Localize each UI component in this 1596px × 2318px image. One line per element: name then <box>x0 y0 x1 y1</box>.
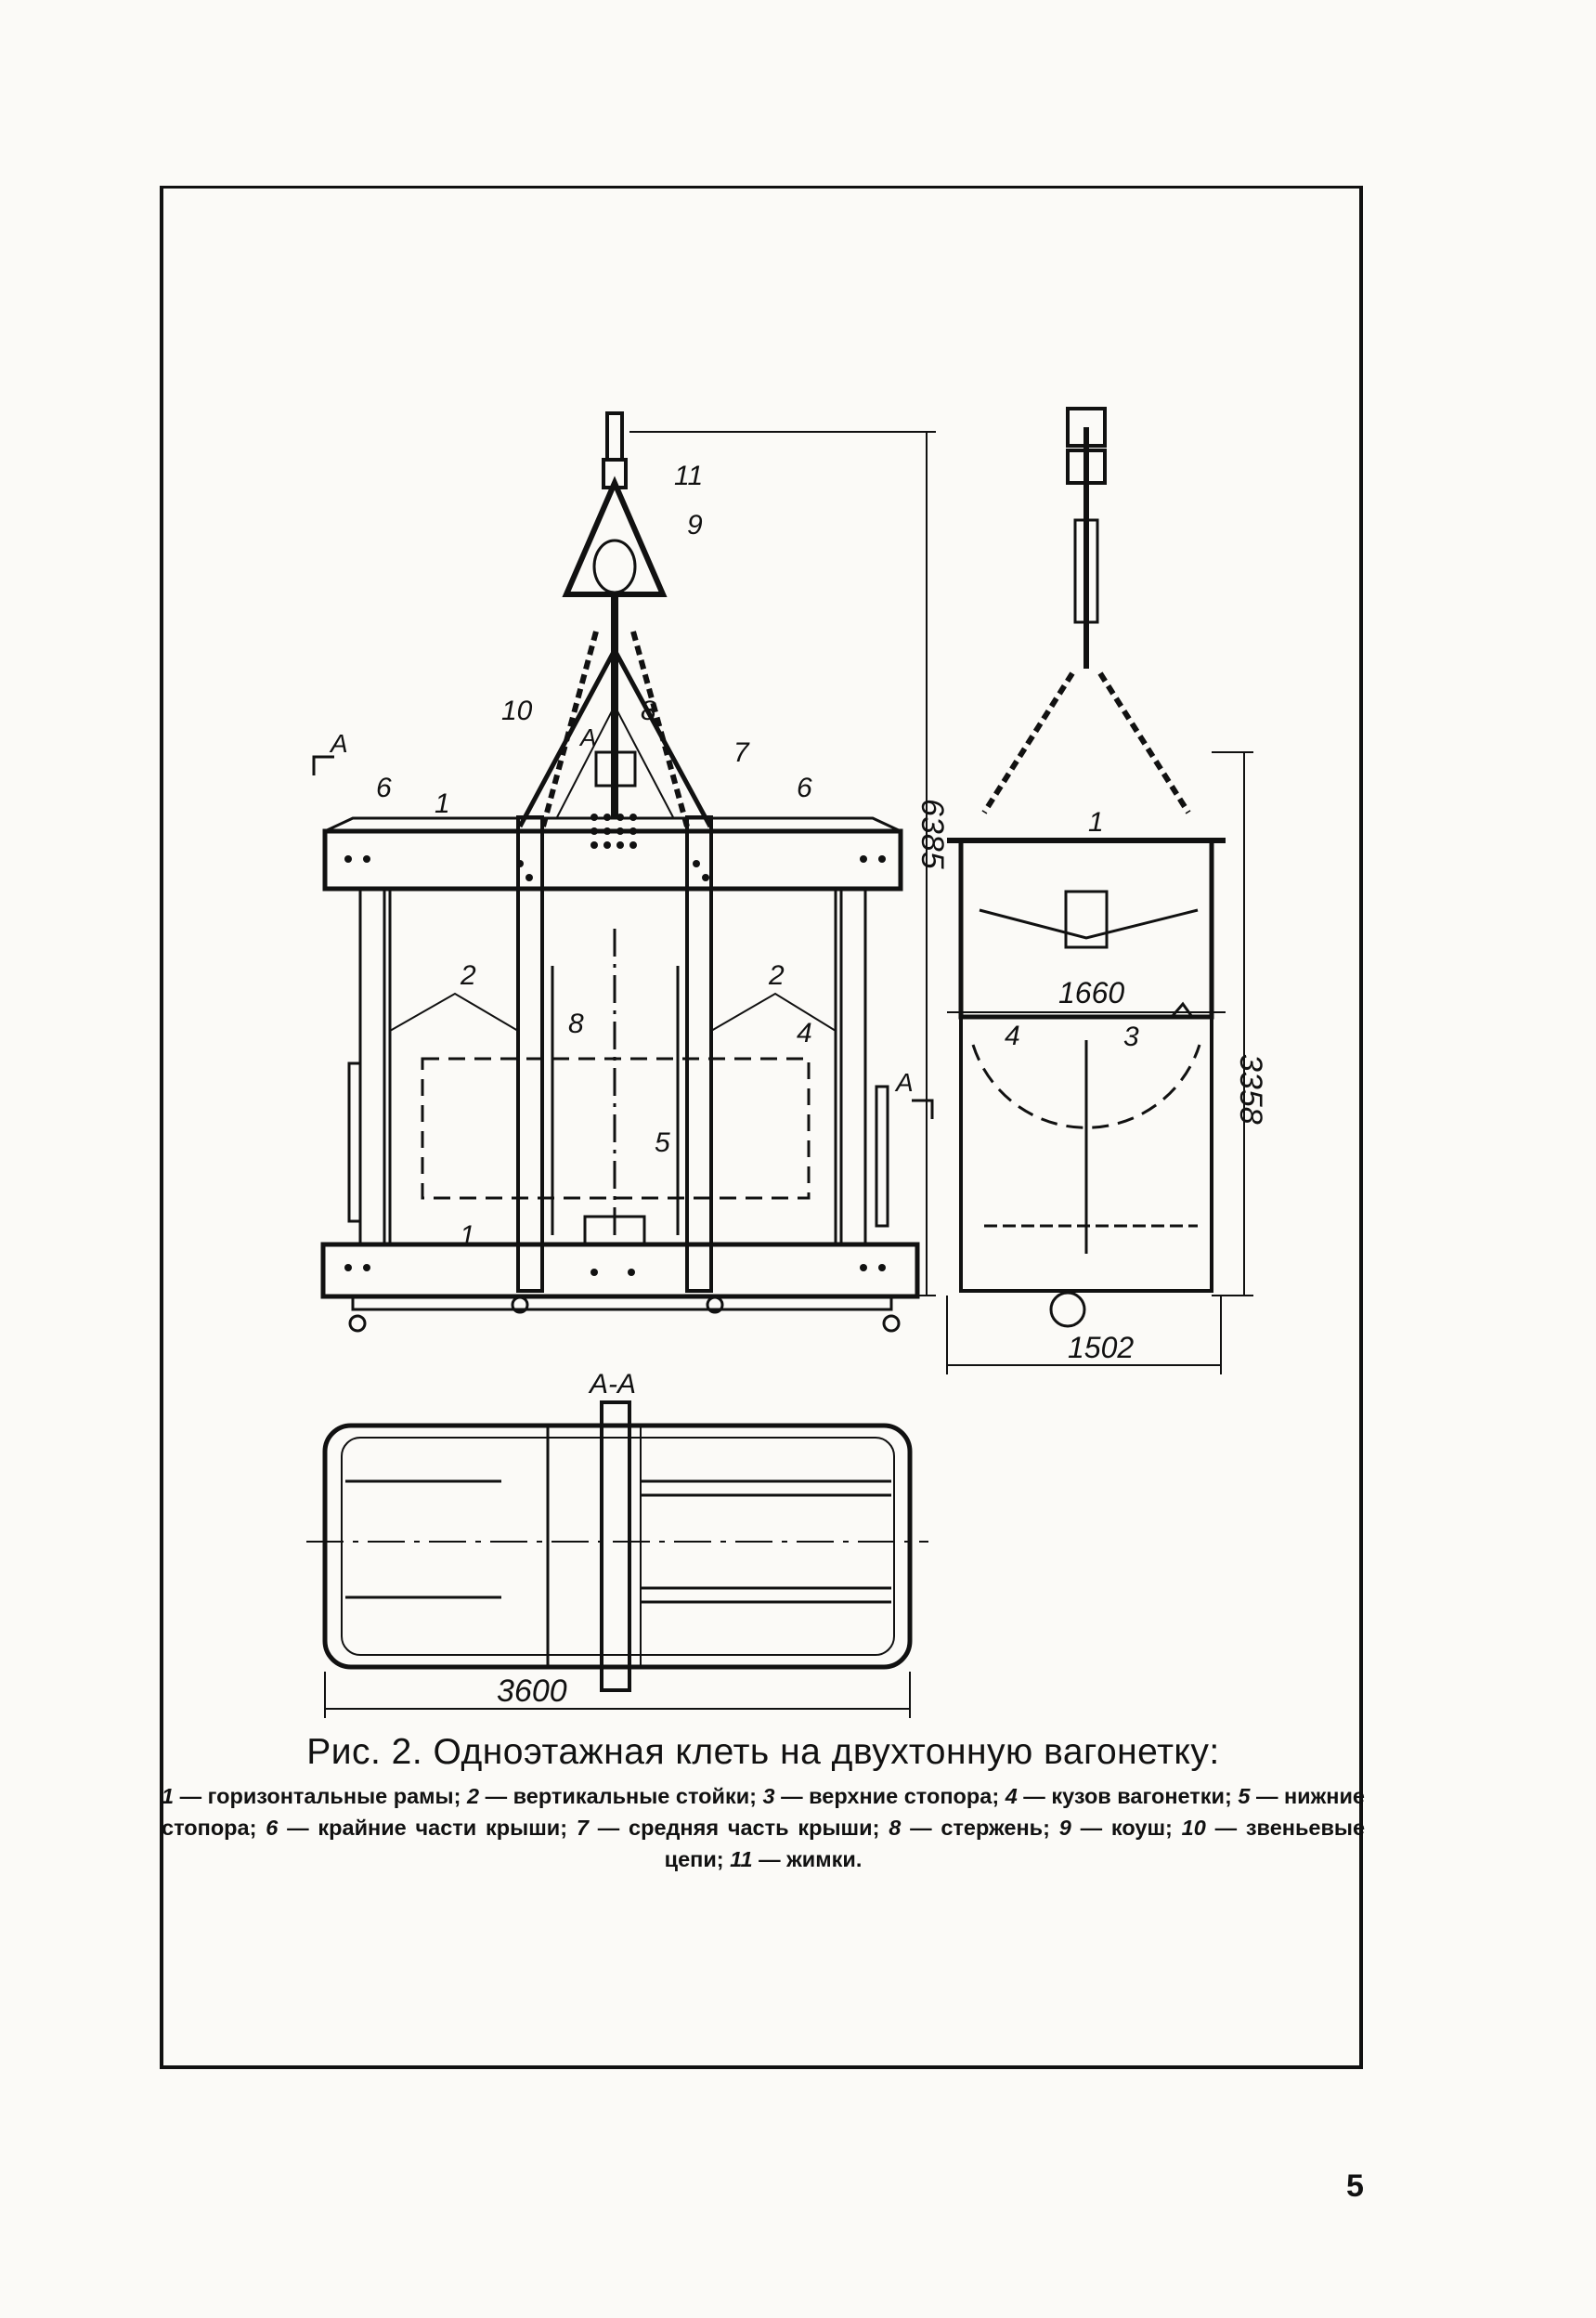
legend-num: 2 <box>466 1784 480 1808</box>
dim-plan-length: 3600 <box>497 1673 567 1709</box>
legend-item: 8 — стержень; <box>889 1816 1059 1840</box>
technical-drawing: 6385 3358 1660 1502 3600 А-А А А А 1 1 1… <box>306 407 1268 1718</box>
legend-text: — жимки. <box>759 1847 863 1871</box>
dim-width-top: 1660 <box>1058 976 1124 1009</box>
legend-item: 2 — вертикальные стойки; <box>467 1784 763 1808</box>
legend-item: 11 — жимки. <box>730 1847 862 1871</box>
legend-num: 1 <box>162 1784 175 1808</box>
callout-1: 1 <box>435 788 450 819</box>
callout-5: 5 <box>655 1127 670 1158</box>
callout-4: 4 <box>797 1018 812 1048</box>
page-number: 5 <box>1346 2168 1364 2204</box>
callout-4: 4 <box>1005 1021 1020 1051</box>
section-labels: А-А А А А <box>329 723 914 1400</box>
dim-total-height: 6385 <box>915 799 950 869</box>
legend-text: — горизонтальные рамы; <box>179 1784 467 1808</box>
legend-num: 9 <box>1058 1816 1071 1840</box>
legend-item: 10 — звеньевые цепи; <box>665 1816 1365 1871</box>
front-view <box>312 411 936 1333</box>
page-frame <box>160 186 1363 2069</box>
callout-2: 2 <box>768 960 785 991</box>
legend-num: 4 <box>1005 1784 1018 1808</box>
dim-width-bottom: 1502 <box>1068 1331 1134 1364</box>
legend-text: — кузов вагонетки; <box>1023 1784 1239 1808</box>
callout-1: 1 <box>1088 807 1104 838</box>
legend-item: 9 — коуш; <box>1059 1816 1182 1840</box>
callout-1: 1 <box>460 1220 475 1251</box>
legend-text: — звеньевые цепи; <box>664 1816 1366 1871</box>
side-view <box>946 407 1253 1374</box>
dim-cage-height: 3358 <box>1233 1054 1268 1125</box>
callout-7: 7 <box>733 737 750 768</box>
callout-8: 8 <box>641 696 656 726</box>
callout-6: 6 <box>376 773 392 803</box>
legend-num: 7 <box>576 1816 589 1840</box>
legend-num: 11 <box>730 1847 753 1871</box>
legend-num: 6 <box>266 1816 279 1840</box>
section-mark-left: А <box>329 729 348 758</box>
section-mark-right: А <box>894 1068 914 1097</box>
plan-view <box>306 1400 928 1718</box>
section-label: А-А <box>588 1369 636 1400</box>
legend-item: 5 — нижние стопора; <box>162 1784 1365 1840</box>
legend-item: 3 — верхние стопора; <box>763 1784 1006 1808</box>
callout-6: 6 <box>797 773 812 803</box>
legend-text: — крайние части крыши; <box>287 1816 577 1840</box>
caption-title: Рис. 2. Одноэтажная клеть на двухтонную … <box>306 1732 1220 1772</box>
legend-text: — стержень; <box>910 1816 1059 1840</box>
section-mark-top: А <box>578 723 596 751</box>
callout-11: 11 <box>674 461 703 491</box>
legend-item: 1 — горизонтальные рамы; <box>162 1784 467 1808</box>
legend-text: — верхние стопора; <box>781 1784 1006 1808</box>
legend-text: — средняя часть крыши; <box>597 1816 889 1840</box>
callout-2: 2 <box>460 960 476 991</box>
figure-caption: Рис. 2. Одноэтажная клеть на двухтонную … <box>160 1732 1367 1875</box>
legend-text: — нижние стопора; <box>162 1784 1365 1840</box>
callout-10: 10 <box>501 696 533 726</box>
legend-item: 4 — кузов вагонетки; <box>1006 1784 1239 1808</box>
callout-9: 9 <box>687 510 703 540</box>
legend-text: — коуш; <box>1080 1816 1182 1840</box>
legend-item: 6 — крайние части крыши; <box>266 1816 577 1840</box>
caption-legend: 1 — горизонтальные рамы; 2 — вертикальны… <box>160 1780 1367 1875</box>
legend-num: 10 <box>1181 1816 1206 1840</box>
legend-num: 8 <box>889 1816 902 1840</box>
legend-text: — вертикальные стойки; <box>485 1784 763 1808</box>
legend-num: 5 <box>1238 1784 1251 1808</box>
legend-num: 3 <box>762 1784 775 1808</box>
callout-3: 3 <box>1123 1022 1139 1052</box>
callout-labels: 1 1 1 2 2 3 4 4 5 6 6 7 8 8 9 10 11 <box>376 461 1139 1251</box>
callout-8: 8 <box>568 1009 584 1039</box>
dimension-labels: 6385 3358 1660 1502 3600 <box>497 799 1268 1709</box>
legend-item: 7 — средняя часть крыши; <box>577 1816 889 1840</box>
